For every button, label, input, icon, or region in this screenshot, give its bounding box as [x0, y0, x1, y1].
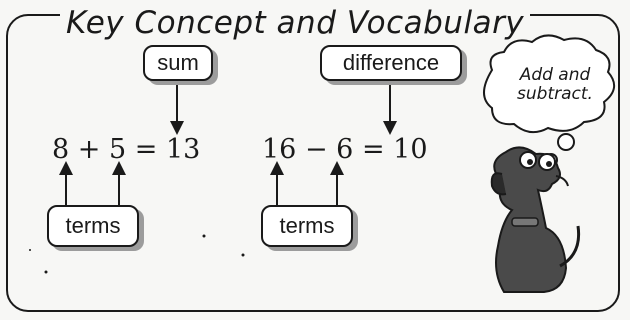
difference-result: 10	[393, 134, 428, 165]
term-8: 8	[52, 134, 70, 165]
sum-label-box: sum	[143, 45, 213, 81]
equals-sign: =	[361, 134, 385, 165]
mascot-dog-icon	[490, 146, 581, 293]
equation-addition: 8 + 5 = 13	[52, 134, 200, 165]
terms-label-box-1: terms	[47, 205, 139, 247]
difference-label: difference	[342, 50, 440, 75]
page-title: Key Concept and Vocabulary	[60, 8, 531, 39]
term-6: 6	[336, 134, 354, 165]
terms-label-box-2: terms	[261, 205, 353, 247]
minus-sign: −	[304, 134, 328, 165]
thought-bubble	[483, 34, 615, 134]
concept-frame: Key Concept and Vocabulary	[6, 8, 620, 312]
plus-sign: +	[77, 134, 101, 165]
equals-sign: =	[134, 134, 158, 165]
thought-bubble-dot	[557, 133, 575, 151]
difference-label-box: difference	[320, 45, 462, 81]
sum-label: sum	[157, 50, 199, 75]
terms-label: terms	[65, 213, 121, 238]
thought-line-1: Add and	[519, 65, 591, 85]
terms-label: terms	[279, 213, 335, 238]
thought-line-2: subtract.	[517, 84, 593, 104]
equation-subtraction: 16 − 6 = 10	[262, 134, 428, 165]
sum-result: 13	[166, 134, 201, 165]
term-16: 16	[262, 134, 297, 165]
term-5: 5	[109, 134, 127, 165]
thought-bubble-text: Add and subtract.	[500, 66, 610, 104]
